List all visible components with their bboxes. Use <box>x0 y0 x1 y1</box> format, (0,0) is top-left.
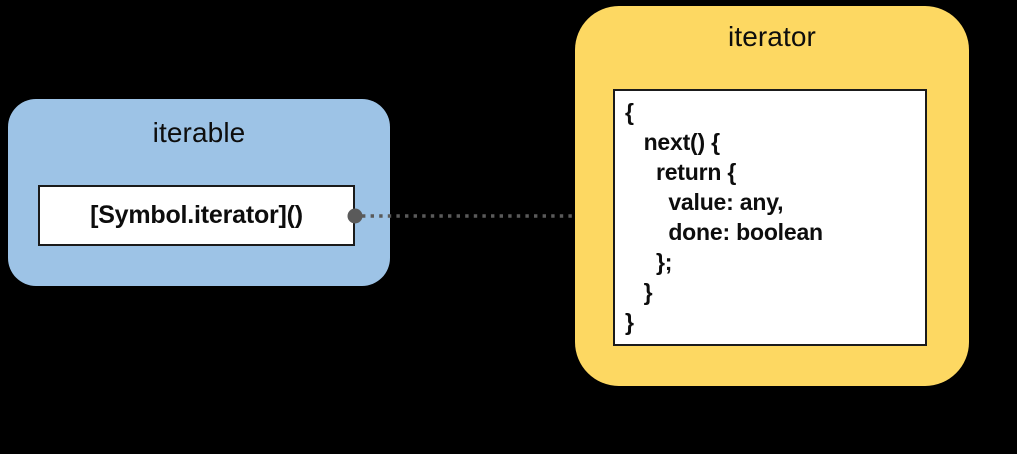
code-line: next() { <box>625 129 721 155</box>
code-line: { <box>625 99 634 125</box>
iterator-panel: iterator { next() { return { value: any,… <box>575 6 969 386</box>
code-line: } <box>625 309 634 335</box>
symbol-iterator-method-label: [Symbol.iterator]() <box>90 201 303 229</box>
code-line: return { <box>625 159 737 185</box>
symbol-iterator-method-box: [Symbol.iterator]() <box>38 185 355 246</box>
code-line: done: boolean <box>625 219 823 245</box>
iterable-panel: iterable [Symbol.iterator]() <box>8 99 390 286</box>
iterator-code-box: { next() { return { value: any, done: bo… <box>613 89 927 346</box>
code-line: } <box>625 279 653 305</box>
iterator-panel-title: iterator <box>728 21 816 52</box>
code-line: }; <box>625 249 673 275</box>
iterable-panel-title: iterable <box>152 117 246 148</box>
code-line: value: any, <box>625 189 784 215</box>
